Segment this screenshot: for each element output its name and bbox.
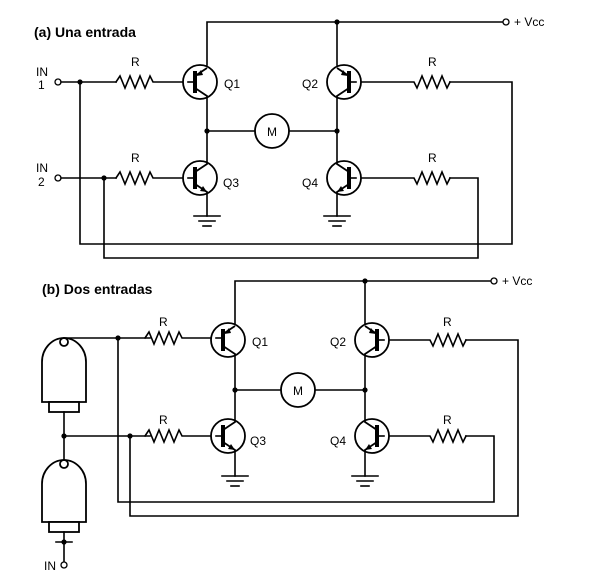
transistor-a-q4: Q4 <box>302 160 362 196</box>
svg-text:R: R <box>159 413 168 427</box>
svg-text:M: M <box>293 384 303 398</box>
vcc-label-b: + Vcc <box>502 274 532 288</box>
transistor-b-q1: Q1 <box>210 322 268 358</box>
in1-label-bottom: 1 <box>38 78 45 92</box>
transistor-b-q2: Q2 <box>330 322 390 358</box>
svg-text:R: R <box>159 315 168 329</box>
svg-text:Q1: Q1 <box>252 335 268 349</box>
transistor-a-q1: Q1 <box>182 64 240 100</box>
svg-text:R: R <box>428 151 437 165</box>
svg-text:R: R <box>443 315 452 329</box>
diagram-a-title: (a) Una entrada <box>34 24 136 40</box>
in-terminal-b <box>60 561 68 569</box>
ground-a-q3 <box>193 191 221 227</box>
in2-label-bottom: 2 <box>38 175 45 189</box>
svg-text:Q3: Q3 <box>250 434 266 448</box>
motor-b: M <box>280 372 316 408</box>
transistor-b-q4: Q4 <box>330 418 390 454</box>
svg-text:Q4: Q4 <box>330 434 346 448</box>
svg-text:Q2: Q2 <box>330 335 346 349</box>
diagram-b: (b) Dos entradas + Vcc IN <box>41 274 532 573</box>
diagram-a: (a) Una entrada + Vcc IN 1 IN 2 R R R <box>34 15 544 259</box>
vcc-label-a: + Vcc <box>514 15 544 29</box>
in1-terminal <box>54 78 62 86</box>
diagram-b-title: (b) Dos entradas <box>42 281 153 297</box>
svg-text:Q3: Q3 <box>223 176 239 190</box>
svg-text:R: R <box>131 55 140 69</box>
vcc-terminal-b <box>490 277 498 285</box>
in2-label-top: IN <box>36 161 48 175</box>
transistor-a-q2: Q2 <box>302 64 362 100</box>
svg-text:R: R <box>443 413 452 427</box>
svg-text:Q2: Q2 <box>302 77 318 91</box>
resistor-b-q2: R <box>383 315 468 349</box>
in1-label-top: IN <box>36 65 48 79</box>
resistor-a-q2: R <box>355 55 452 91</box>
resistor-b-q1: R <box>143 315 217 347</box>
svg-text:Q1: Q1 <box>224 77 240 91</box>
vcc-terminal-a <box>502 18 510 26</box>
transistor-a-q3: Q3 <box>182 160 239 196</box>
svg-text:M: M <box>267 125 277 139</box>
resistor-a-q3: R <box>114 151 189 187</box>
motor-a: M <box>254 113 290 149</box>
svg-text:R: R <box>131 151 140 165</box>
resistor-b-q4: R <box>383 413 468 445</box>
resistor-a-q1: R <box>114 55 189 91</box>
transistor-b-q3: Q3 <box>210 418 266 454</box>
nand-gate-top <box>41 337 87 413</box>
ground-a-q4 <box>323 191 351 227</box>
resistor-a-q4: R <box>355 151 452 187</box>
svg-text:Q4: Q4 <box>302 176 318 190</box>
svg-text:R: R <box>428 55 437 69</box>
ground-b-q4 <box>351 449 379 487</box>
resistor-b-q3: R <box>143 413 217 445</box>
in2-terminal <box>54 174 62 182</box>
nand-gate-bottom <box>41 459 87 533</box>
ground-b-q3 <box>221 449 249 487</box>
in-label-b: IN <box>44 559 56 573</box>
